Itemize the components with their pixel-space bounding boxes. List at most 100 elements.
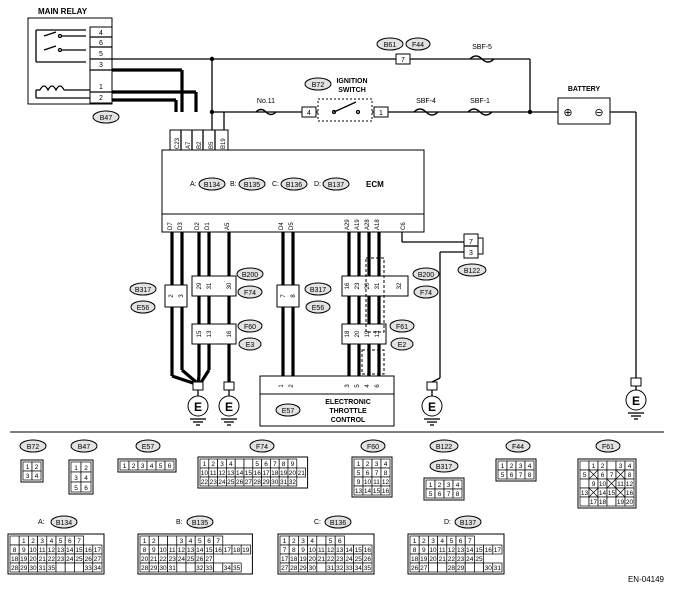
- conn-f60: [191, 323, 237, 345]
- connector-pin-label: 17: [224, 547, 232, 554]
- connector-pin-label: 18: [271, 470, 279, 477]
- connector-pin-label: 31: [39, 565, 47, 572]
- b72-label: B72: [312, 82, 325, 89]
- connector-pin-label: 12: [626, 481, 634, 488]
- connector-pin-label: 8: [413, 547, 417, 554]
- connector-pin-label: 21: [150, 556, 158, 563]
- legend-e57-tag: [135, 439, 161, 453]
- svg-text:F74: F74: [244, 290, 256, 297]
- connector-pin: [185, 562, 196, 573]
- connector-pin-label: 2: [438, 482, 442, 489]
- sbf5-fuse-icon: [469, 55, 495, 63]
- svg-text:F60: F60: [244, 324, 256, 331]
- svg-text:⊖: ⊖: [594, 107, 603, 119]
- connector-pin-label: 13: [227, 470, 235, 477]
- connector-pin-label: 4: [35, 473, 39, 480]
- connector-pin: [380, 485, 391, 496]
- svg-text:15: 15: [197, 330, 203, 337]
- connector-pin-label: 1: [357, 461, 361, 468]
- connector-pin-label: 3: [447, 482, 451, 489]
- svg-text:A19: A19: [355, 219, 361, 230]
- connector-pin-label: 1: [22, 538, 26, 545]
- connector-pin-label: 19: [617, 499, 625, 506]
- ground-1: E: [187, 381, 209, 426]
- connector-pin: [437, 562, 448, 573]
- connector-pin-label: 19: [242, 547, 250, 554]
- connector-pin-label: 15: [608, 490, 616, 497]
- svg-text:23: 23: [355, 282, 361, 289]
- connector-pin-label: 3: [40, 538, 44, 545]
- connector-pin: [74, 562, 84, 573]
- connector-pin: [316, 535, 327, 546]
- f44-tag: [405, 37, 431, 51]
- connector-pin-label: 13: [355, 488, 363, 495]
- connector-pin-label: 19: [299, 556, 307, 563]
- connector-pin-label: 8: [456, 491, 460, 498]
- connector-pin-label: 3: [431, 538, 435, 545]
- connector-pin-label: 17: [590, 499, 598, 506]
- svg-text:B134: B134: [204, 182, 220, 189]
- connector-pin: [240, 544, 251, 555]
- connector-pin-label: 10: [159, 547, 167, 554]
- connector-pin-label: 27: [205, 556, 213, 563]
- connector-pin-label: 12: [382, 479, 390, 486]
- connector-pin-label: 4: [628, 463, 632, 470]
- svg-text:B317: B317: [436, 464, 452, 471]
- relay-pin-2: 2: [99, 95, 103, 102]
- svg-text:B72: B72: [27, 444, 40, 451]
- connector-pin-label: 25: [475, 556, 483, 563]
- ecm-pin-a7: A7: [186, 141, 192, 149]
- svg-text:D1: D1: [205, 222, 211, 230]
- svg-text:B137: B137: [460, 520, 476, 527]
- connector-pin-label: 16: [85, 547, 93, 554]
- ecm-pin-c23: C23: [175, 137, 181, 149]
- b47-label: B47: [100, 115, 113, 122]
- svg-text:E2: E2: [398, 342, 407, 349]
- legend-b72-tag: [19, 439, 47, 453]
- connector-pin-label: 13: [57, 547, 65, 554]
- svg-text:B135: B135: [244, 182, 260, 189]
- connector-pin-label: 12: [48, 547, 56, 554]
- ignition-label: IGNITION: [336, 78, 367, 85]
- connector-pin-label: 1: [203, 461, 207, 468]
- ignition-switch: [317, 98, 373, 122]
- connector-pin: [524, 469, 535, 480]
- connector-pin: [164, 460, 175, 471]
- connector-pin-label: 11: [318, 547, 325, 554]
- connector-pin-label: 7: [468, 538, 472, 545]
- connector-pin-label: 29: [299, 565, 307, 572]
- connector-pin-label: 24: [345, 556, 353, 563]
- connector-pin-label: 23: [57, 556, 65, 563]
- ign-pin4: [301, 106, 317, 118]
- connector-pin-label: 24: [66, 556, 74, 563]
- svg-text:F44: F44: [512, 444, 524, 451]
- connector-pin-label: 29: [150, 565, 158, 572]
- connector-pin-label: 9: [291, 461, 295, 468]
- connector-pin-label: 20: [626, 499, 634, 506]
- connector-pin-label: 5: [74, 485, 78, 492]
- connector-pin-label: 20: [29, 556, 37, 563]
- connector-pin-label: 31: [280, 479, 288, 486]
- connector-pin-label: 6: [68, 538, 72, 545]
- connector-pin-label: 18: [290, 556, 298, 563]
- connector-pin-label: 11: [439, 547, 446, 554]
- svg-text:E: E: [632, 394, 640, 408]
- connector-pin-label: 10: [364, 479, 372, 486]
- battery-icon: [557, 97, 611, 125]
- svg-text:B:: B:: [230, 181, 237, 188]
- connector-pin-label: 17: [262, 470, 270, 477]
- svg-text:A29: A29: [345, 219, 351, 230]
- connector-pin-label: 16: [485, 547, 493, 554]
- connector-pin-label: 20: [309, 556, 317, 563]
- ign-pin1: [373, 106, 389, 118]
- b317-tag-left: [129, 282, 157, 296]
- connector-pin-label: 31: [327, 565, 335, 572]
- connector-pin-label: 26: [236, 479, 244, 486]
- connector-pin-label: 7: [273, 461, 277, 468]
- b47-tag: [92, 110, 120, 124]
- connector-pin-label: 18: [233, 547, 241, 554]
- connector-pin-label: 16: [215, 547, 223, 554]
